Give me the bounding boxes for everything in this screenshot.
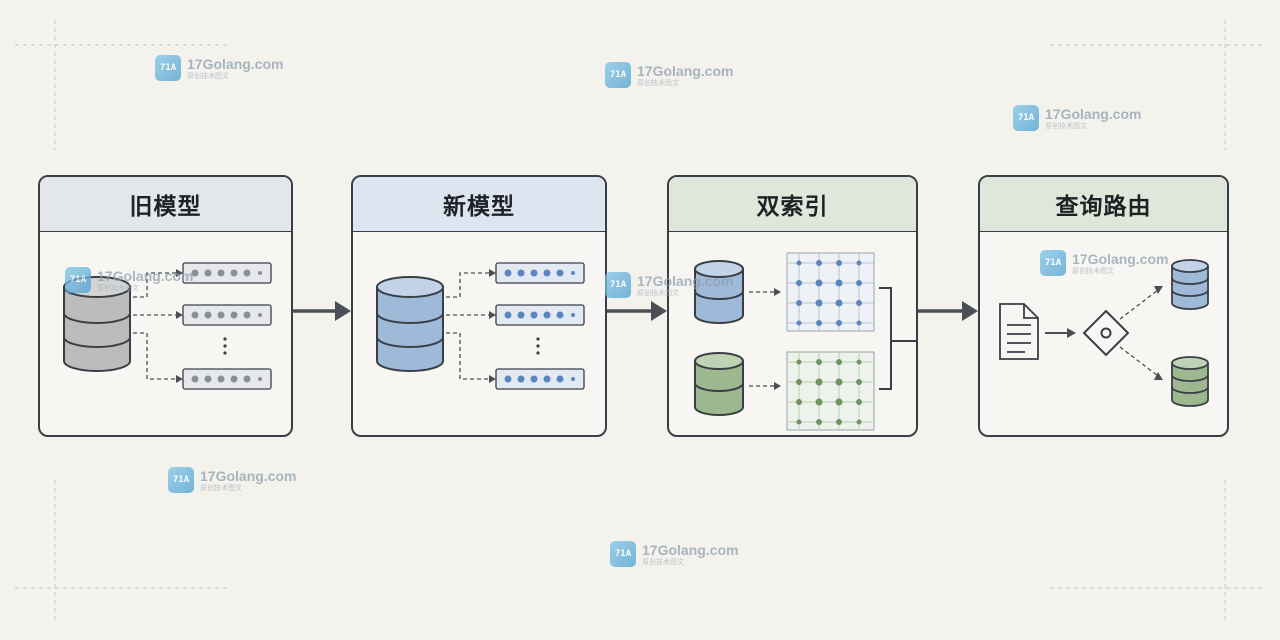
database-icon: [694, 260, 744, 324]
new-model-illustration: [376, 262, 585, 390]
panel-body: [40, 233, 291, 435]
watermark-logo-icon: 71A: [610, 541, 636, 567]
watermark-logo-icon: 71A: [605, 62, 631, 88]
watermark-subtitle: 原创技术图文: [187, 71, 229, 80]
watermark-title: 17Golang.com: [1045, 105, 1142, 122]
document-icon: [999, 303, 1039, 360]
watermark-title: 17Golang.com: [200, 467, 297, 484]
database-icon: [1171, 356, 1209, 407]
watermark-title: 17Golang.com: [637, 62, 734, 79]
watermark-title: 17Golang.com: [637, 272, 734, 289]
watermark-subtitle: 原创技术图文: [642, 557, 684, 566]
watermark-subtitle: 原创技术图文: [637, 78, 679, 87]
dual-index-illustration: [694, 252, 916, 431]
panel-body: [353, 233, 605, 435]
watermark-subtitle: 原创技术图文: [637, 288, 679, 297]
watermark-subtitle: 原创技术图文: [200, 483, 242, 492]
panel-title: 双索引: [756, 194, 829, 220]
query-routing-illustration: [999, 259, 1209, 407]
watermark-subtitle: 原创技术图文: [1045, 121, 1087, 130]
watermark-title: 17Golang.com: [642, 541, 739, 558]
panel-header: 旧模型: [40, 177, 291, 232]
old-model-illustration: [63, 262, 272, 390]
arrow-right-icon: [918, 301, 978, 321]
arrow-right-icon: [293, 301, 351, 321]
panel-title: 新模型: [443, 194, 515, 220]
watermark-logo-icon: 71A: [605, 272, 631, 298]
watermark-logo-icon: 71A: [1040, 250, 1066, 276]
watermark-subtitle: 原创技术图文: [1072, 266, 1114, 275]
database-icon: [376, 276, 444, 372]
panel-body: [669, 233, 916, 435]
watermark-title: 17Golang.com: [1072, 250, 1169, 267]
watermark-logo-icon: 71A: [168, 467, 194, 493]
watermark-title: 17Golang.com: [187, 55, 284, 72]
panel-query-routing: 查询路由: [978, 175, 1229, 437]
watermark-logo-icon: 71A: [65, 267, 91, 293]
panel-old-model: 旧模型: [38, 175, 293, 437]
panel-header: 双索引: [669, 177, 916, 232]
panel-body: [980, 233, 1227, 435]
panel-title: 旧模型: [129, 194, 202, 220]
grid-index-icon: [786, 252, 875, 332]
database-icon: [1171, 259, 1209, 310]
router-diamond-icon: [1082, 309, 1130, 357]
vector-row-icon: [182, 262, 272, 390]
arrow-right-icon: [607, 301, 667, 321]
grid-index-icon: [786, 351, 875, 431]
panel-header: 查询路由: [980, 177, 1227, 232]
database-icon: [694, 352, 744, 416]
panel-header: 新模型: [353, 177, 605, 232]
panel-new-model: 新模型: [351, 175, 607, 437]
vector-row-icon: [495, 262, 585, 390]
panel-dual-index: 双索引: [667, 175, 918, 437]
watermark-logo-icon: 71A: [155, 55, 181, 81]
watermark-subtitle: 原创技术图文: [97, 283, 139, 292]
watermark-title: 17Golang.com: [97, 267, 194, 284]
watermark-logo-icon: 71A: [1013, 105, 1039, 131]
panel-title: 查询路由: [1055, 194, 1152, 220]
